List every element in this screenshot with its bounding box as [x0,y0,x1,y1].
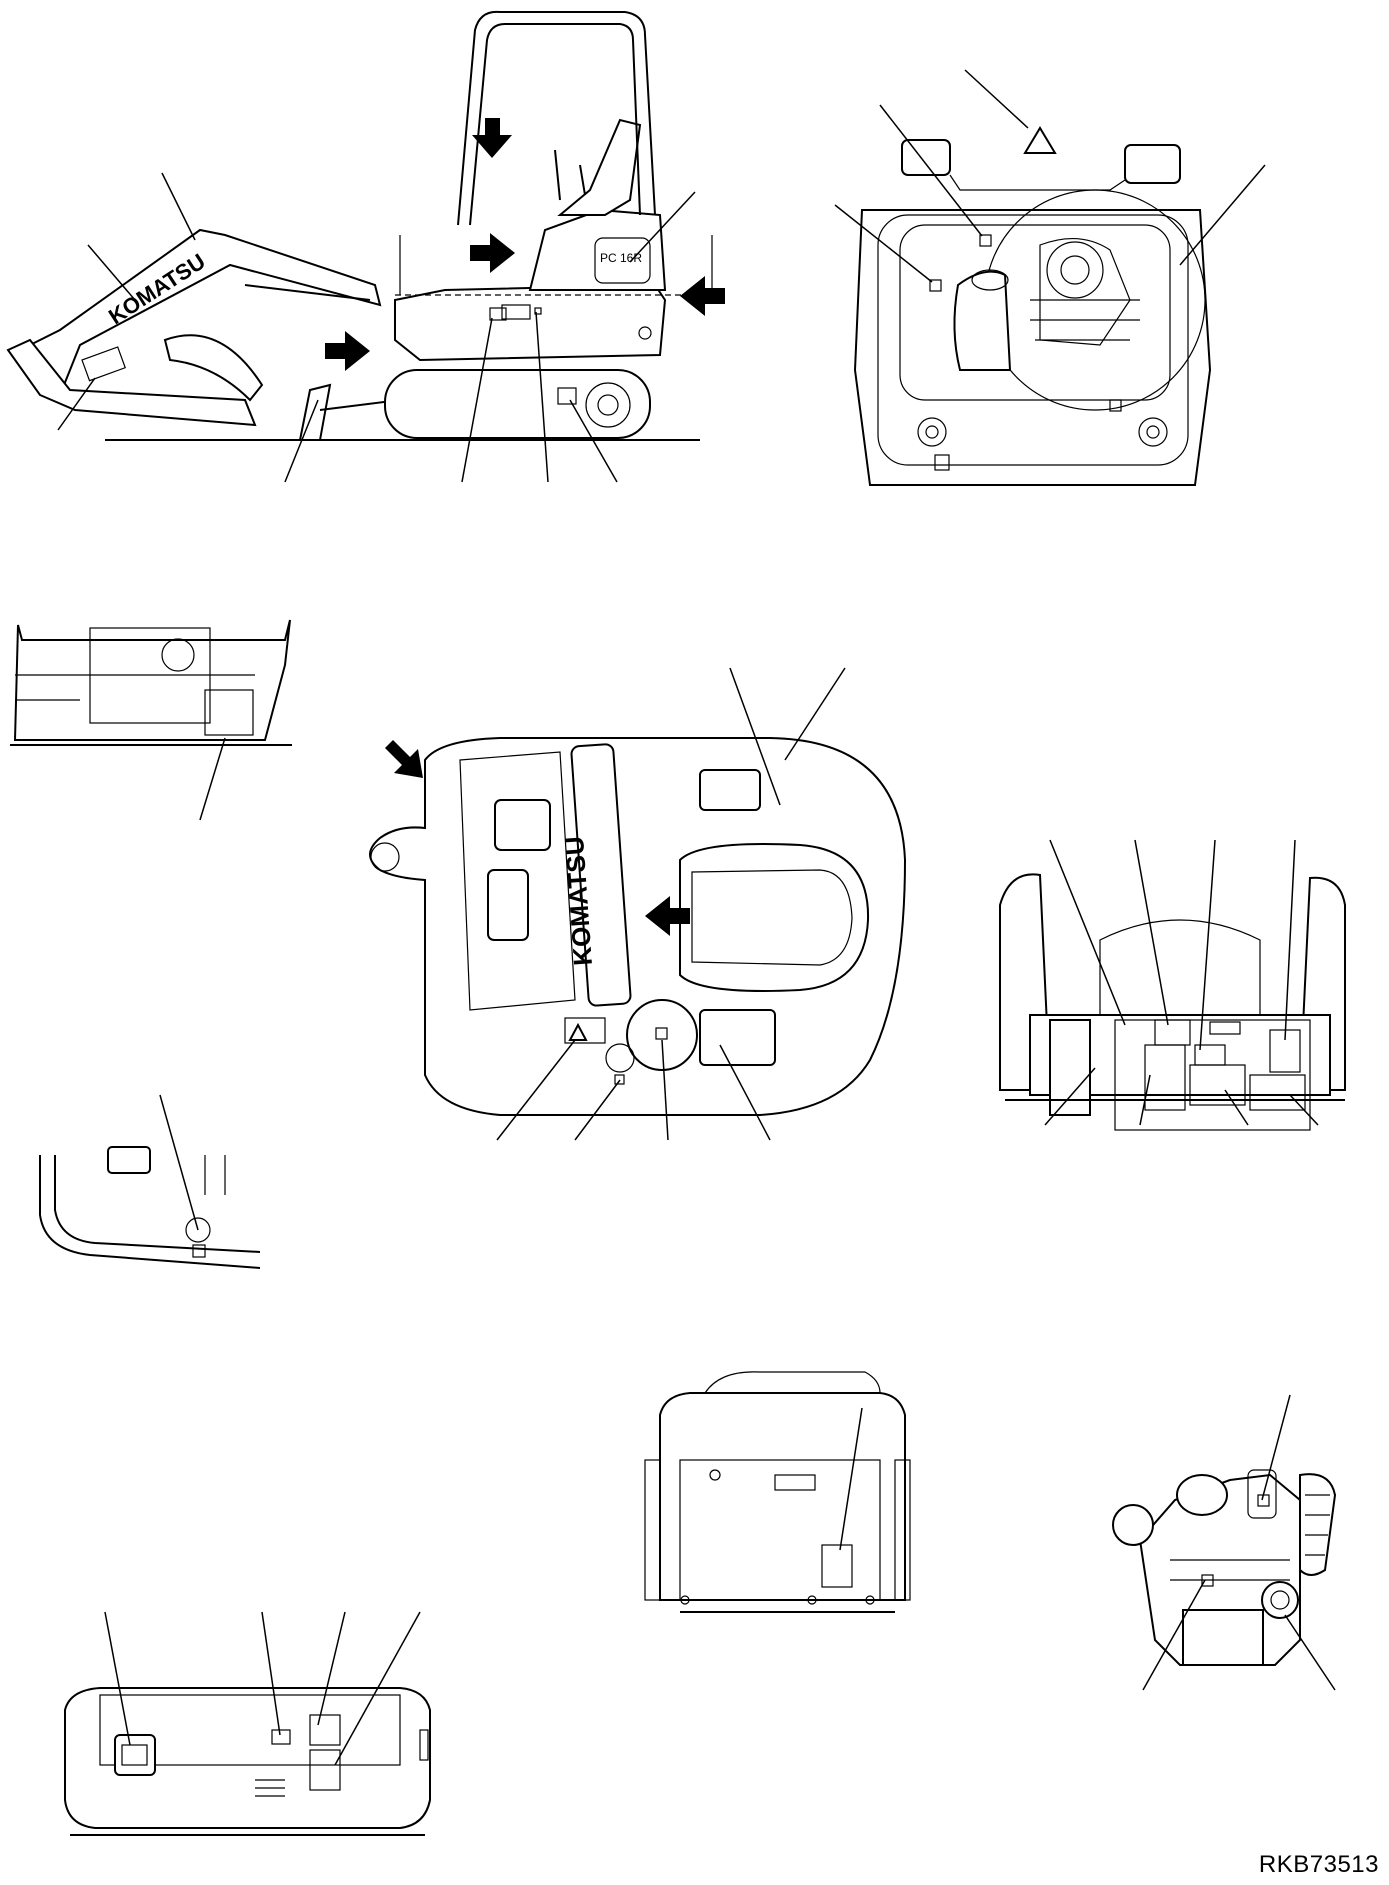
leader-line [535,311,549,483]
leader-line [1142,1579,1206,1691]
leader-line [719,1044,771,1141]
rear-view [834,69,1266,486]
leader-line [261,1611,281,1736]
leader-line [87,244,136,301]
warning-triangle-icon [1023,126,1057,154]
leader-line [1284,1614,1336,1691]
leader-line [629,191,696,263]
leader-line [317,1611,346,1726]
leader-line [159,1094,199,1231]
leader-line [1261,1394,1291,1501]
leader-line [661,1039,669,1141]
leader-line [496,1039,576,1141]
leader-line [834,204,933,283]
side-view: KOMATSU PC 16R [6,10,725,483]
leader-line [1044,1067,1096,1126]
model-badge: PC 16R [600,251,642,265]
leader-line [729,667,781,806]
figure-code: RKB73513 [1258,1851,1379,1878]
engine-hood-side [10,619,292,821]
leader-line [569,399,618,483]
floor-detail [39,1094,261,1269]
leader-line [1139,1074,1151,1126]
arrow-right-frame-icon [325,331,370,371]
leader-line [57,377,96,431]
leader-line [964,69,1029,129]
arrow-diagonal-icon [385,740,423,778]
arrow-left-rear-icon [680,276,725,316]
leader-line [1179,164,1266,266]
leader-line [1289,1094,1319,1126]
arrow-right-hood-icon [470,233,515,273]
front-undercover-view [64,1611,431,1836]
leader-line [879,104,983,237]
leader-line [784,667,846,761]
arrow-down-canopy-icon [472,118,512,158]
warning-triangle-icon [568,1022,588,1041]
leader-line [1224,1089,1249,1126]
leader-line [161,172,196,241]
leader-line [1284,839,1296,1041]
battery-cover-view [644,1371,911,1613]
leader-line [1049,839,1126,1026]
leader-line [199,737,226,821]
leader-line [839,1407,863,1551]
leader-line [284,399,319,483]
top-view: KOMATSU [369,667,907,1141]
engine-view [1112,1394,1337,1691]
leader-line [1134,839,1169,1026]
leader-line [574,1079,621,1141]
leader-line [461,317,493,483]
leader-line [1199,839,1216,1051]
leader-line [104,1611,131,1746]
leader-line [334,1611,421,1766]
arrow-left-top-view-icon [645,896,690,936]
control-panel-view [999,839,1346,1131]
